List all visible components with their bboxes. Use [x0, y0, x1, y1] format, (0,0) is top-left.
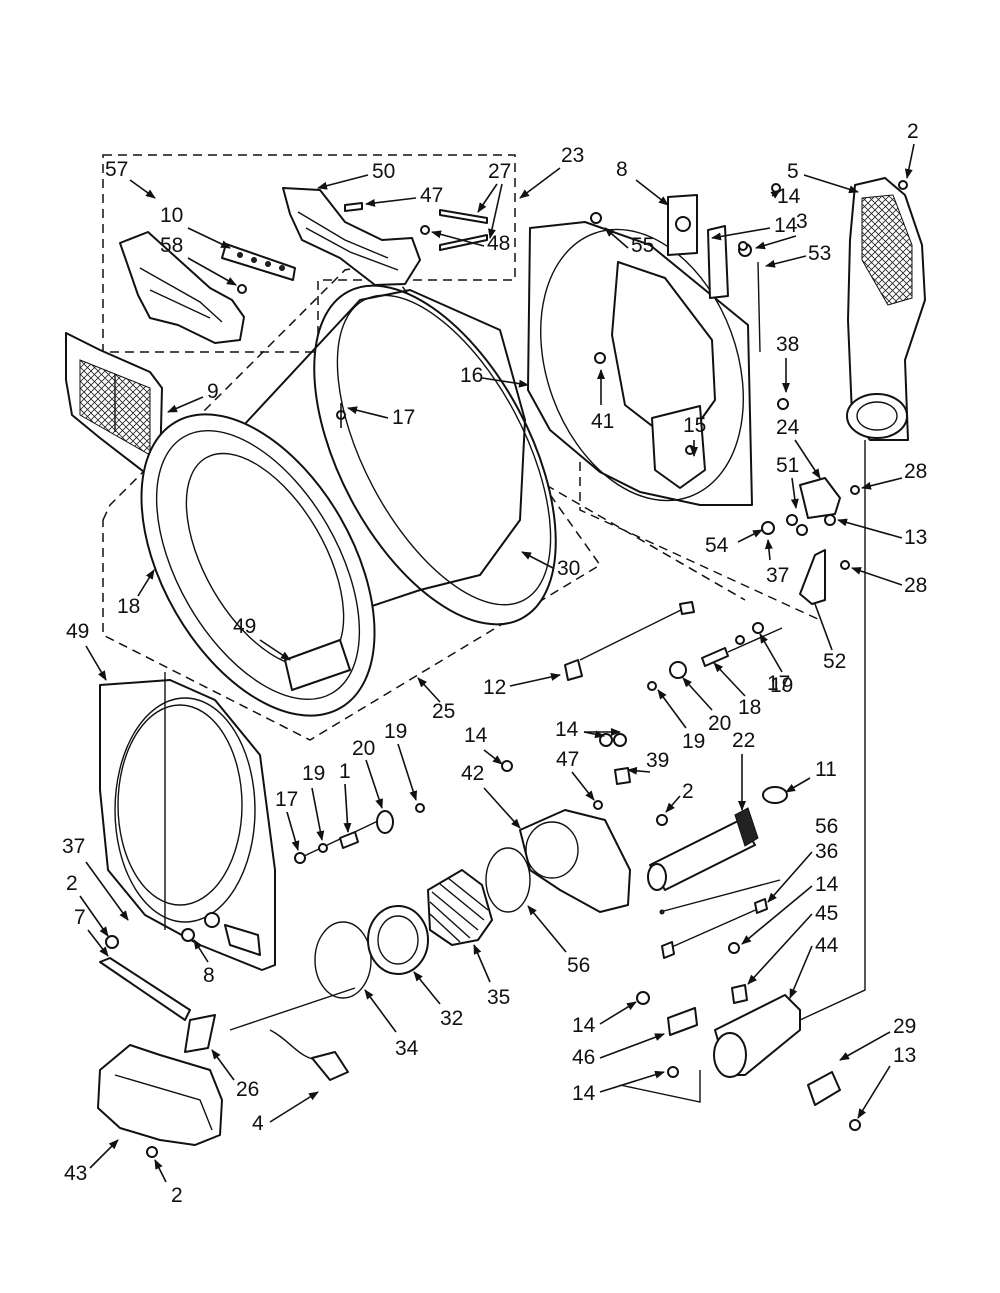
callout-17-left: 17 [275, 788, 298, 811]
callout-59: 58 [160, 234, 183, 257]
callout-19-left: 19 [384, 720, 407, 743]
callout-29: 29 [893, 1015, 916, 1038]
part-50-housing [282, 187, 488, 286]
callout-37: 37 [766, 564, 789, 587]
callout-48: 49 [233, 615, 256, 638]
part-58-duct-assembly [119, 231, 296, 344]
part-7-bracket [99, 935, 191, 1021]
callout-25: 17 [392, 406, 415, 429]
callout-27: 26 [236, 1078, 259, 1101]
callout-5: 5 [787, 160, 799, 183]
callout-9: 9 [207, 380, 219, 403]
callout-8: 8 [203, 964, 215, 987]
callout-17-right: 17 [767, 672, 790, 695]
callout-42: 43 [64, 1162, 87, 1185]
callout-28-top: 28 [904, 460, 927, 483]
callout-31: 27 [488, 160, 511, 183]
part-blower-assembly [314, 733, 631, 999]
callout-34: 35 [487, 986, 510, 1009]
callout-3: 3 [796, 210, 808, 233]
callout-45: 46 [572, 1046, 595, 1069]
callout-2-mid: 2 [682, 780, 694, 803]
callout-14-b: 14 [774, 214, 798, 237]
callout-14-a: 14 [777, 185, 801, 208]
callout-53: 53 [808, 242, 831, 265]
callout-14-f: 14 [572, 1014, 596, 1037]
callout-14-g: 14 [572, 1082, 596, 1105]
callout-13-bottom: 13 [893, 1044, 916, 1067]
part-16-bulkhead [527, 183, 781, 506]
callout-49: 49 [66, 620, 89, 643]
callout-16: 16 [460, 364, 483, 387]
callout-51: 51 [776, 454, 799, 477]
callout-22: 23 [561, 144, 584, 167]
part-27-4-sensor [184, 1014, 349, 1081]
callout-35: 36 [815, 840, 838, 863]
callout-43: 44 [815, 934, 839, 957]
part-sensor-hardware [761, 398, 860, 605]
long-leaders [164, 440, 866, 1103]
callout-54: 54 [705, 534, 729, 557]
callout-57: 56 [567, 954, 590, 977]
callout-4: 4 [252, 1112, 264, 1135]
part-9-grille [65, 332, 163, 476]
callout-39: 39 [646, 749, 669, 772]
callout-6: 8 [616, 158, 628, 181]
callout-2-left: 2 [66, 872, 78, 895]
callout-24: 25 [432, 700, 455, 723]
callout-12: 11 [815, 758, 837, 781]
callout-38: 38 [776, 333, 799, 356]
callout-20-left: 20 [352, 737, 375, 760]
callout-46: 47 [556, 748, 579, 771]
callout-19-right: 19 [770, 674, 793, 697]
callout-1: 1 [339, 760, 351, 783]
callout-50: 50 [372, 160, 395, 183]
callout-36: 37 [62, 835, 85, 858]
callout-2-top: 2 [907, 120, 919, 143]
callout-41: 42 [461, 762, 484, 785]
callout-2-bottom: 2 [171, 1184, 183, 1207]
callout-52: 52 [823, 650, 846, 673]
callout-13-top: 13 [904, 526, 927, 549]
callout-19-mid: 19 [682, 730, 705, 753]
callout-56: 55 [631, 234, 654, 257]
part-42-base-duct [97, 1044, 223, 1158]
part-drum-bearings [294, 803, 425, 864]
callout-20-right: 20 [708, 712, 731, 735]
callout-10: 10 [160, 204, 183, 227]
callout-33: 34 [395, 1037, 419, 1060]
callout-44: 45 [815, 902, 838, 925]
part-49-front-bulkhead [99, 679, 276, 971]
part-5-grille [846, 177, 926, 441]
part-30-drum [140, 284, 557, 717]
part-exhaust-heater [647, 786, 788, 959]
callout-32: 32 [440, 1007, 463, 1030]
part-sensors-wiring [564, 601, 783, 691]
callout-30: 30 [557, 557, 580, 580]
callout-14-c: 14 [815, 873, 839, 896]
callout-58: 57 [105, 158, 128, 181]
callout-55: 56 [815, 815, 838, 838]
callout-14-d: 14 [555, 718, 579, 741]
callout-28-bottom: 28 [904, 574, 927, 597]
callout-21: 22 [732, 729, 755, 752]
part-43-heater [636, 942, 861, 1131]
callout-11: 12 [483, 676, 506, 699]
callout-labels: 57 10 58 50 47 27 48 23 8 14 14 3 53 55 … [62, 120, 927, 1207]
callout-47-bottom: 48 [487, 232, 510, 255]
callout-15: 15 [683, 414, 706, 437]
callout-18: 18 [738, 696, 761, 719]
callout-47-top: 47 [420, 184, 443, 207]
callout-23: 24 [776, 416, 800, 439]
callout-26: 18 [117, 595, 140, 618]
callout-14-e: 14 [464, 724, 488, 747]
callout-19-front: 19 [302, 762, 325, 785]
callout-40: 41 [591, 410, 614, 433]
callout-7: 7 [74, 906, 86, 929]
